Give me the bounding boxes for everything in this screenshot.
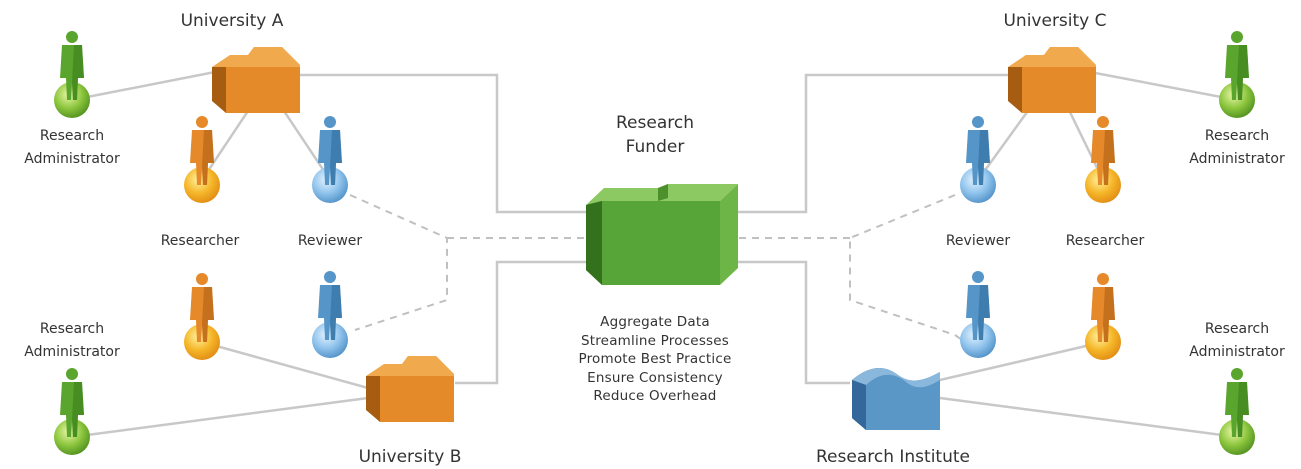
link-ub-researcher — [201, 340, 369, 390]
university-b-label: University B — [358, 447, 462, 467]
role-label-reviewer-university-c: Reviewer — [945, 233, 1011, 249]
role-line-1: Research — [39, 128, 105, 144]
link-ub-admin — [71, 396, 369, 439]
role-label-administrator-university-b: Research Administrator — [12, 318, 132, 364]
dash-reviewers-left — [349, 194, 448, 331]
benefit-item: Reduce Overhead — [593, 388, 717, 404]
university-b-box — [366, 356, 454, 422]
link-ua-researcher — [200, 107, 252, 181]
university-c-box — [1008, 47, 1096, 113]
institute-box — [852, 368, 940, 430]
role-line-2: Administrator — [1189, 151, 1285, 167]
funder-label-line-1: Research — [616, 113, 694, 133]
link-ri-researcher — [939, 340, 1104, 382]
university-a-label: University A — [180, 11, 284, 31]
dashed-connections — [349, 194, 963, 341]
role-line-2: Administrator — [24, 151, 120, 167]
dash-reviewers-right — [849, 194, 956, 336]
reviewer-figure-university-c — [960, 116, 996, 203]
researcher-figure-institute — [1085, 273, 1121, 360]
role-label-administrator-university-a: Research Administrator — [12, 125, 132, 171]
link-uc-reviewer — [976, 107, 1032, 181]
reviewer-figure-university-b — [312, 271, 348, 358]
university-c-label: University C — [1003, 11, 1107, 31]
admin-figure-institute — [1219, 368, 1255, 455]
benefit-item: Aggregate Data — [600, 314, 710, 330]
funder-label-line-2: Funder — [625, 137, 685, 157]
role-line-1: Research — [39, 321, 105, 337]
link-funder-university-a — [258, 73, 586, 214]
link-funder-university-c — [720, 73, 1045, 214]
link-funder-institute — [720, 260, 850, 385]
role-line-2: Administrator — [1189, 344, 1285, 360]
admin-figure-university-b — [54, 368, 90, 455]
funder-box — [586, 184, 738, 285]
researcher-figure-university-c — [1085, 116, 1121, 203]
link-ua-reviewer — [280, 107, 332, 181]
role-label-administrator-institute: Research Administrator — [1177, 318, 1297, 364]
link-funder-university-b — [455, 260, 586, 385]
role-label-reviewer-university-a: Reviewer — [297, 233, 363, 249]
research-funder-label: Research Funder — [590, 111, 720, 159]
role-label-researcher-university-c: Researcher — [1065, 233, 1145, 249]
benefit-item: Promote Best Practice — [578, 351, 732, 367]
role-label-administrator-university-c: Research Administrator — [1177, 125, 1297, 171]
role-line-2: Administrator — [24, 344, 120, 360]
reviewer-figure-institute — [960, 271, 996, 358]
admin-figure-university-c — [1219, 31, 1255, 118]
link-ua-admin — [71, 70, 216, 102]
role-line-1: Research — [1204, 128, 1270, 144]
link-ri-admin — [939, 396, 1238, 439]
research-institute-label: Research Institute — [816, 447, 970, 467]
researcher-figure-university-b — [184, 273, 220, 360]
benefit-item: Streamline Processes — [580, 332, 730, 349]
university-a-box — [212, 47, 300, 113]
solid-connections — [71, 70, 1238, 439]
benefits-list: Aggregate Data Streamline Processes Prom… — [545, 313, 765, 406]
role-line-1: Research — [1204, 321, 1270, 337]
admin-figure-university-a — [54, 31, 90, 118]
link-uc-admin — [1089, 70, 1238, 102]
benefit-item: Ensure Consistency — [587, 369, 723, 386]
role-label-researcher-university-a: Researcher — [160, 233, 240, 249]
dash-institute-reviewer — [954, 334, 963, 341]
